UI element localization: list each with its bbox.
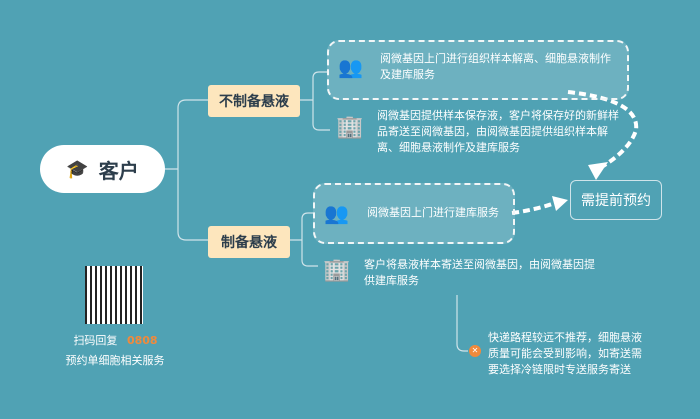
people-icon: 👥 — [324, 201, 349, 225]
warning-text: 快递路程较远不推荐，细胞悬液质量可能会受到影响，如寄送需要选择冷链限时专送服务寄… — [488, 331, 642, 376]
option-box-onsite-library — [313, 183, 515, 244]
branch-no-suspension[interactable]: 不制备悬液 — [208, 85, 300, 117]
item-text: 阅微基因上门进行组织样本解离、细胞悬液制作及建库服务 — [380, 52, 611, 81]
people-icon: 👥 — [338, 55, 363, 79]
item-text: 阅微基因提供样本保存液，客户将保存好的新鲜样品寄送至阅微基因，由阅微基因提供组织… — [377, 109, 619, 154]
qr-prefix: 扫码回复 — [73, 334, 118, 347]
qr-code-number: 0808 — [126, 334, 158, 347]
building-icon: 🏢 — [323, 258, 351, 283]
qr-caption: 预约单细胞相关服务 — [65, 354, 165, 367]
graduation-cap-icon: 🎓 — [66, 158, 89, 180]
building-icon: 🏢 — [336, 115, 364, 140]
item-text: 客户将悬液样本寄送至阅微基因，由阅微基因提供建库服务 — [364, 258, 595, 287]
root-node-customer[interactable]: 🎓 客户 — [40, 145, 165, 193]
root-label: 客户 — [98, 158, 139, 183]
appointment-required-box: 需提前预约 — [570, 180, 662, 220]
qr-code[interactable] — [85, 266, 143, 324]
close-circle-icon: ✕ — [469, 345, 481, 357]
branch-suspension[interactable]: 制备悬液 — [208, 226, 290, 258]
option-box-onsite-full — [327, 40, 629, 100]
item-text: 阅微基因上门进行建库服务 — [367, 206, 499, 219]
